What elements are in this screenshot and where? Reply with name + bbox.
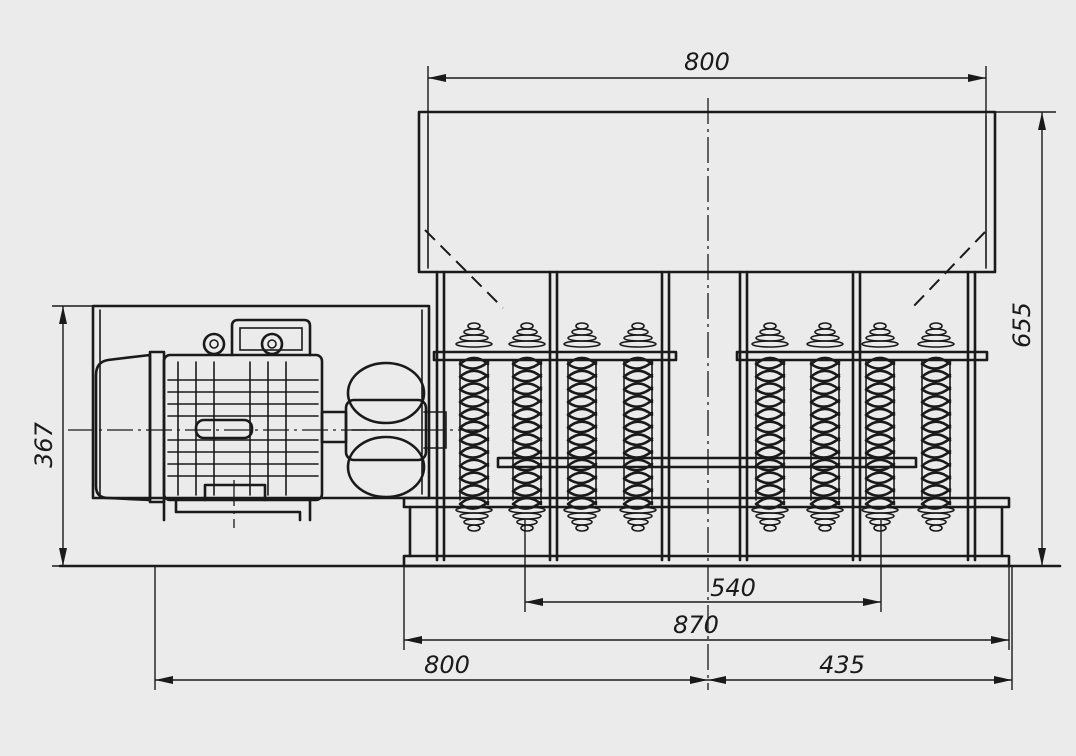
- dim-top-width: 800: [684, 48, 730, 76]
- spring-set: [455, 322, 955, 532]
- electric-motor: [94, 318, 324, 522]
- dimension-bottom: [154, 566, 1013, 690]
- spring: [619, 322, 657, 532]
- dimension-540: [524, 520, 882, 612]
- dim-left-offset: 800: [424, 651, 470, 679]
- dim-height-right: 655: [1008, 302, 1036, 348]
- dim-base-width: 870: [673, 611, 719, 639]
- spring: [861, 322, 899, 532]
- spring: [563, 322, 601, 532]
- dim-height-left: 367: [30, 421, 58, 468]
- motor-housing: [91, 304, 431, 500]
- support-frame: [402, 270, 1011, 568]
- spring: [455, 322, 493, 532]
- dimension-top: [427, 66, 987, 116]
- spring: [917, 322, 955, 532]
- dimension-left: [52, 305, 93, 567]
- dim-right-offset: 435: [819, 651, 865, 679]
- motor-fins: [167, 361, 319, 496]
- dimension-right: [995, 111, 1056, 567]
- spring: [806, 322, 844, 532]
- hopper: [417, 110, 997, 311]
- dim-spring-spacing: 540: [710, 574, 756, 602]
- spring: [508, 322, 546, 532]
- spring: [751, 322, 789, 532]
- dimension-870: [403, 566, 1010, 650]
